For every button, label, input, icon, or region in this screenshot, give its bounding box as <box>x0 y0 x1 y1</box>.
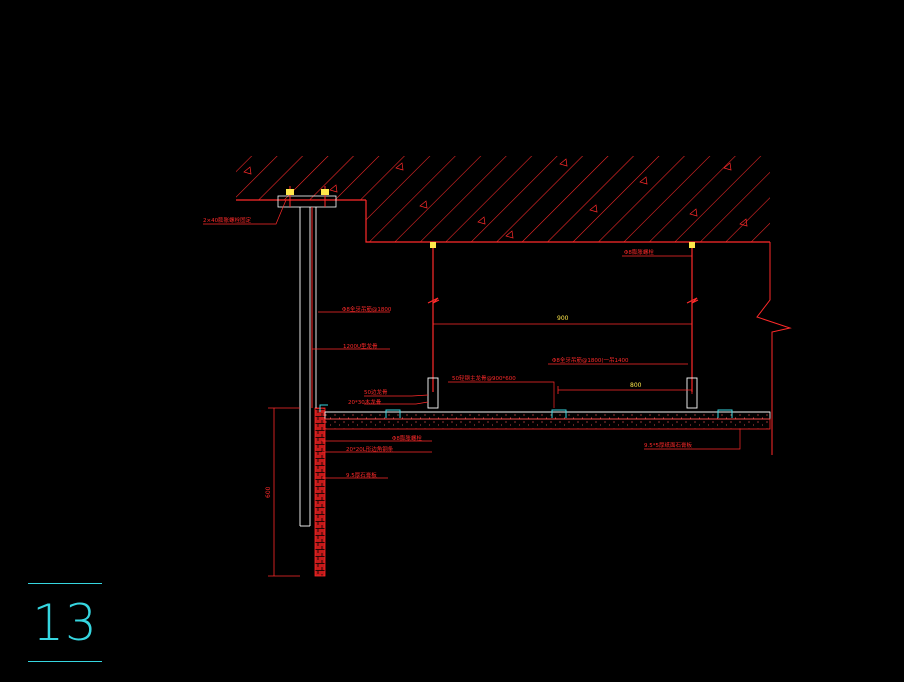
label-anchor-bolts: 2×40膨胀螺栓固定 <box>203 216 252 224</box>
brick-wall <box>314 407 326 577</box>
label-angle-trim: 20*20L形边角钢条 <box>346 445 394 453</box>
sheet-number-top-rule <box>28 583 102 584</box>
hanger-rods <box>427 242 699 409</box>
wall-hanger-assembly <box>277 186 337 527</box>
concrete-slab <box>236 156 770 243</box>
label-expansion-bolt-top: Φ8膨胀螺栓 <box>624 248 654 256</box>
label-gypsum-board: 9.5厚石膏板 <box>346 471 377 479</box>
label-paper-faced-gypsum: 9.5*5厚纸面石膏板 <box>644 441 692 449</box>
dimension-lines <box>268 320 693 577</box>
dimension-600: 600 <box>265 486 272 498</box>
sheet-number-bottom-rule <box>28 661 102 662</box>
ceiling-board-layers <box>319 404 771 430</box>
dimension-800: 800 <box>630 382 642 389</box>
label-full-thread-rod-right: Φ8全牙吊筋@1800(一吊1400 <box>552 356 629 364</box>
label-expansion-bolt-bottom: Φ8膨胀螺栓 <box>392 434 422 442</box>
leader-lines <box>203 199 741 479</box>
label-full-thread-rod-left: Φ8全牙吊筋@1800 <box>342 305 392 313</box>
label-u-channel: 1200U型龙骨 <box>343 342 378 350</box>
label-edge-runner: 50边龙骨 <box>364 388 388 396</box>
right-wall-break-line <box>756 242 792 455</box>
sheet-number: 13 <box>32 594 98 652</box>
dimension-900: 900 <box>557 315 569 322</box>
label-timber-batten: 20*30木龙骨 <box>348 398 382 406</box>
label-main-runner: 50轻钢主龙骨@900*600 <box>452 374 516 382</box>
